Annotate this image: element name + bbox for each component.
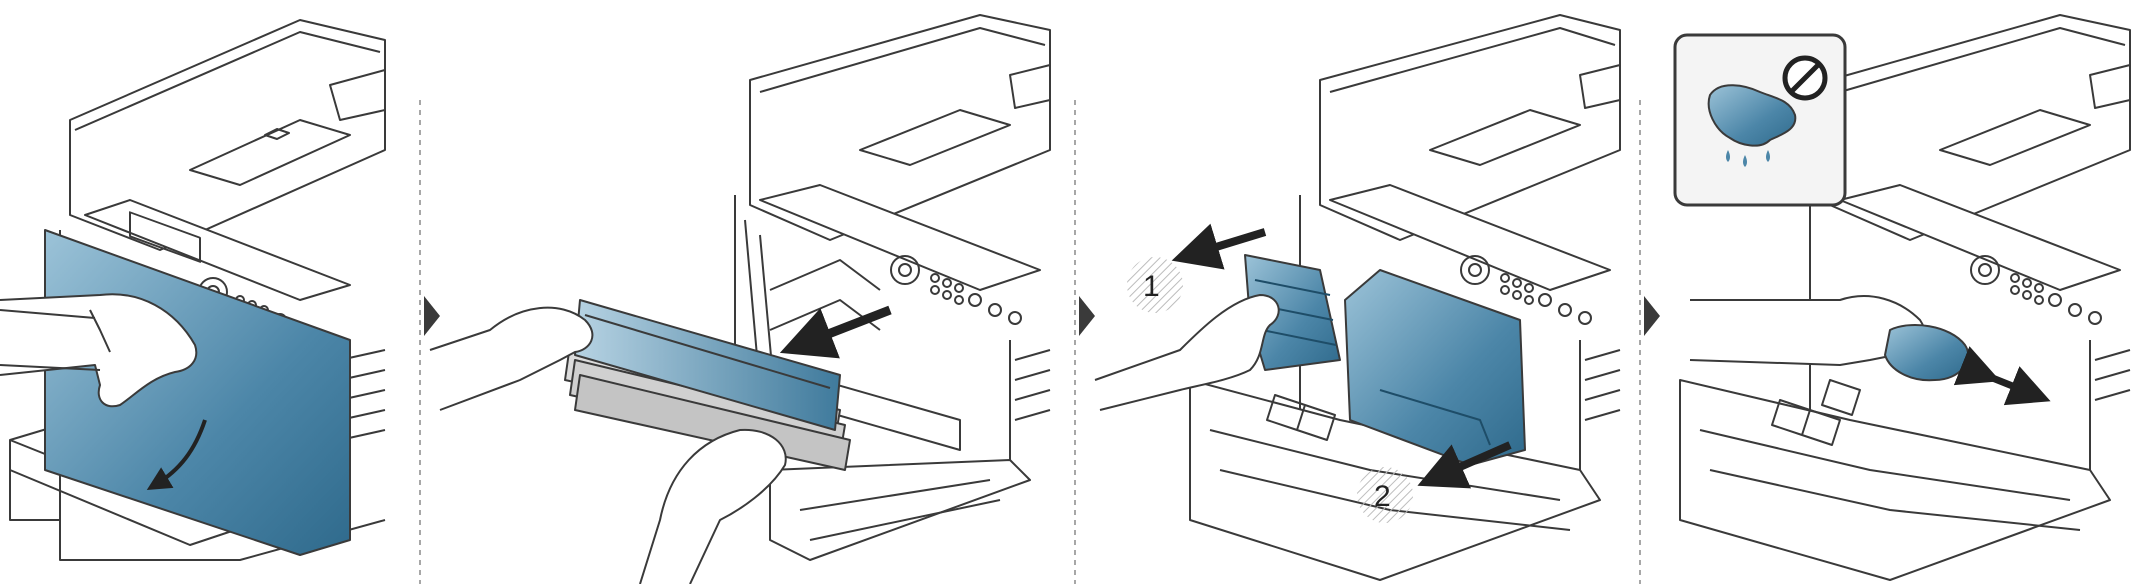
- step-1-marker-bg: [1127, 257, 1183, 313]
- panel-4: [1679, 14, 2131, 581]
- pull-arrow-2: [1417, 441, 1512, 489]
- dry-cloth: [1884, 324, 1970, 382]
- open-door-arrow: [146, 419, 207, 490]
- hand: [0, 293, 198, 408]
- step-number-1: 1: [1143, 270, 1160, 303]
- keypad: [1500, 273, 1592, 325]
- step-pointer-icon: [1644, 296, 1660, 336]
- keypad: [2010, 273, 2102, 325]
- wet-cloth-prohibited-icon: [1707, 55, 1828, 167]
- left-hand: [429, 306, 594, 411]
- pull-arrow-1: [1171, 223, 1267, 270]
- right-hand: [639, 428, 787, 584]
- remove-arrow: [779, 305, 892, 359]
- keypad: [930, 273, 1022, 325]
- wipe-arrow: [1953, 346, 2051, 406]
- panel-1: [0, 19, 386, 561]
- step-2-marker-bg: [1357, 467, 1413, 523]
- step-number-2: 2: [1374, 480, 1391, 513]
- panel-2: [429, 14, 1051, 584]
- step-pointer-icon: [424, 296, 440, 336]
- panel-3: [1094, 14, 1621, 581]
- hand: [1094, 294, 1280, 411]
- wet-cloth-warning-inset: [1673, 33, 1847, 207]
- step-pointer-icon: [1079, 296, 1095, 336]
